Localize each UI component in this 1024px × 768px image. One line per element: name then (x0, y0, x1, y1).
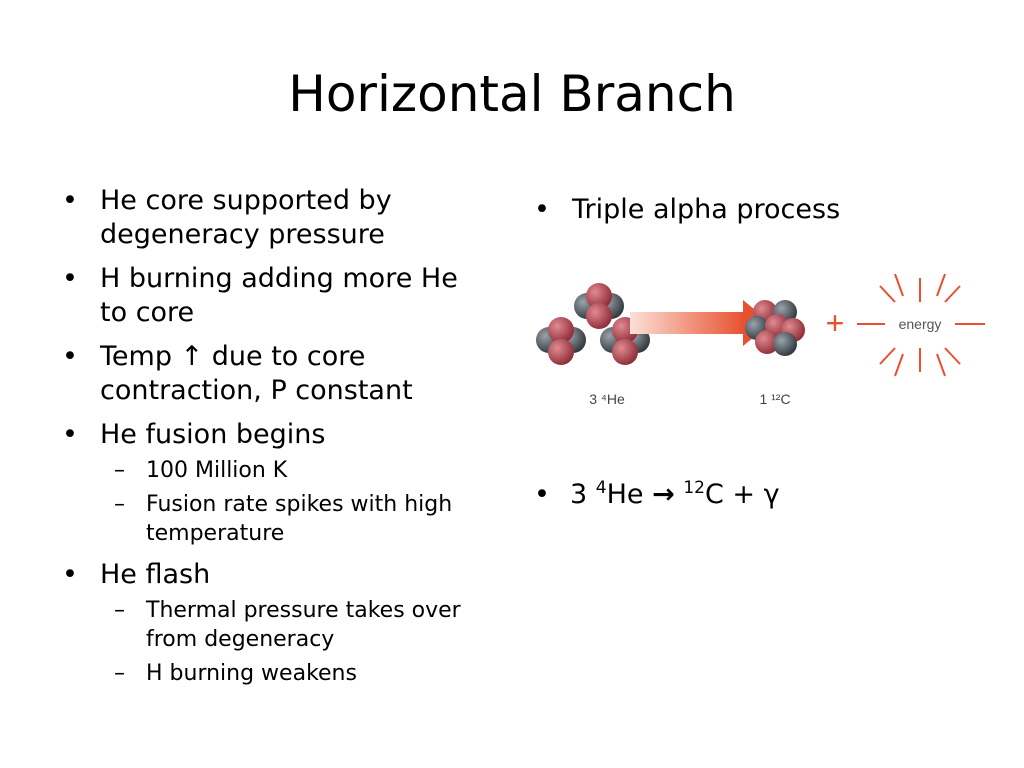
carbon-nucleus-icon (745, 300, 805, 356)
formula-arrow-icon: → (652, 479, 675, 510)
triple-alpha-diagram: + energy 3 ⁴He 1 ¹²C (536, 273, 985, 407)
energy-burst-icon (857, 273, 985, 377)
bullet-item: Triple alpha process (534, 193, 1004, 227)
helium-nucleus-icon (536, 317, 586, 365)
bullet-text: He core supported by degeneracy pressure (100, 185, 392, 250)
slide-title: Horizontal Branch (288, 65, 736, 123)
bullet-text: Triple alpha process (572, 194, 841, 225)
bullet-item: He core supported by degeneracy pressure (62, 184, 482, 252)
helium-label: 3 ⁴He (589, 391, 625, 407)
sub-bullet-item: H burning weakens (100, 659, 482, 688)
energy-label: energy (899, 316, 942, 332)
bullet-item: He fusion begins 100 Million K Fusion ra… (62, 418, 482, 548)
bullet-item: H burning adding more He to core (62, 262, 482, 330)
bullet-text: He flash (100, 559, 211, 590)
bullet-item: He flash Thermal pressure takes over fro… (62, 558, 482, 688)
reaction-formula: 3 4He → 12C + γ (534, 478, 780, 512)
bullet-item: Temp ↑ due to core contraction, P consta… (62, 340, 482, 408)
formula-coefficient: 3 (570, 479, 596, 510)
sub-bullet-item: 100 Million K (100, 456, 482, 485)
helium-nucleus-icon (574, 283, 624, 329)
carbon-label: 1 ¹²C (759, 391, 790, 407)
left-column: He core supported by degeneracy pressure… (62, 184, 482, 698)
sub-bullet-item: Fusion rate spikes with high temperature (100, 490, 482, 548)
plus-sign: + (826, 305, 845, 341)
sub-bullet-list: Thermal pressure takes over from degener… (100, 596, 482, 688)
formula-product: C + γ (704, 479, 780, 510)
bullet-list: He core supported by degeneracy pressure… (62, 184, 482, 688)
formula-mass-number: 4 (595, 478, 607, 498)
sub-bullet-item: Thermal pressure takes over from degener… (100, 596, 482, 654)
formula-mass-number: 12 (683, 478, 705, 498)
bullet-text: Temp ↑ due to core contraction, P consta… (100, 341, 413, 406)
bullet-text: He fusion begins (100, 419, 326, 450)
right-column: Triple alpha process (534, 193, 1004, 237)
sub-bullet-list: 100 Million K Fusion rate spikes with hi… (100, 456, 482, 548)
bullet-text: H burning adding more He to core (100, 263, 458, 328)
formula-reactant: He (606, 479, 653, 510)
